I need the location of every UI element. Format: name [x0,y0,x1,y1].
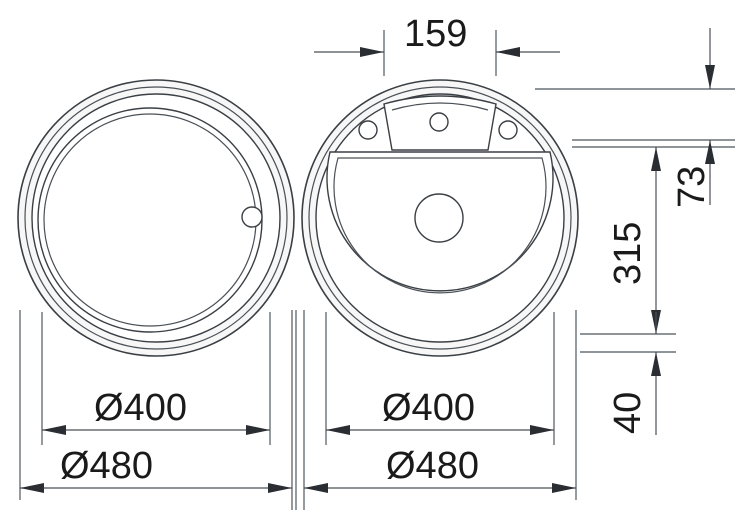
left-sink [17,79,295,357]
right-outer-diameter-label: Ø480 [386,445,479,487]
bottom-margin-dimension: 40 [607,312,661,435]
vertical-offset-dimension: 73 [671,28,715,208]
bowl-depth-label: 315 [607,222,649,285]
bowl-depth-dimension: 315 [607,147,661,334]
top-width-dimension: 159 [314,13,560,76]
vertical-offset-label: 73 [671,166,713,208]
left-extension-lines [19,310,297,510]
right-outer-diameter-dimension: Ø480 [304,445,576,493]
right-sink-bowl-inner [333,157,547,294]
right-sink-tap-platform-inner [391,102,489,111]
bottom-margin-label: 40 [607,392,649,434]
left-outer-diameter-label: Ø480 [60,445,153,487]
right-sink-drain [414,193,464,243]
left-sink-tap-hole [241,206,263,228]
right-sink-left-accessory-hole [358,120,378,140]
right-inner-diameter-label: Ø400 [382,387,475,429]
left-sink-rim-inner-edge [24,86,288,350]
left-inner-diameter-label: Ø400 [94,387,187,429]
right-sink-tap-hole [429,112,449,132]
left-outer-diameter-dimension: Ø480 [20,445,292,493]
right-sink-rim-inner-edge [308,86,572,350]
left-inner-diameter-dimension: Ø400 [42,387,270,435]
right-sink [301,79,579,357]
right-inner-diameter-dimension: Ø400 [326,387,554,435]
right-sink-right-accessory-hole [498,120,518,140]
top-width-label: 159 [404,13,467,55]
right-extension-lines [303,310,577,510]
right-horizontal-extension-lines [535,88,735,353]
left-sink-bowl [37,107,263,333]
